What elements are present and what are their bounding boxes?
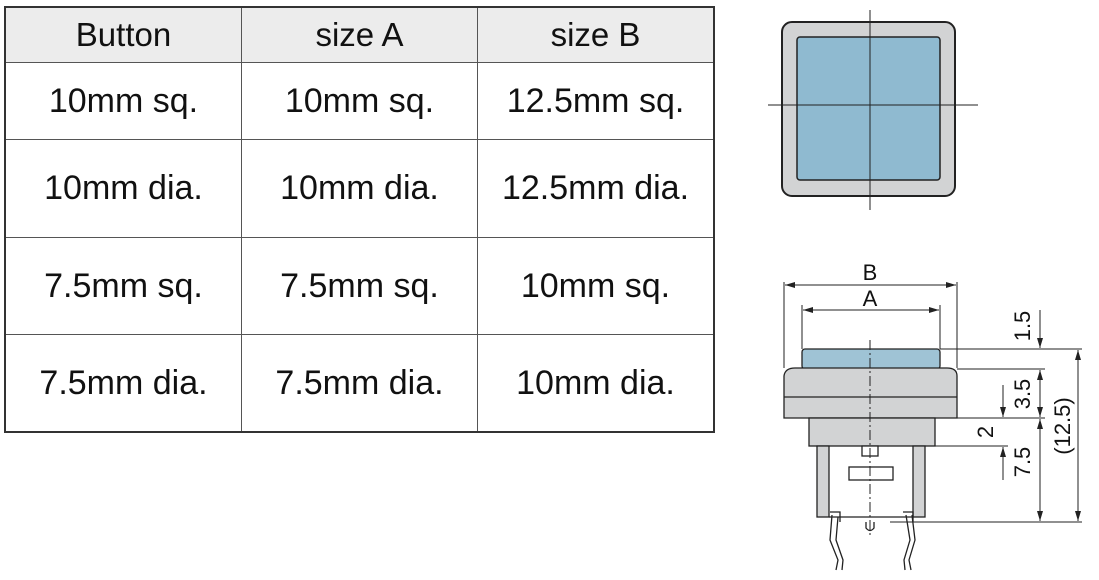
table-row: 10mm sq. 10mm sq. 12.5mm sq. [4, 62, 715, 140]
dim-legs: 7.5 [1010, 447, 1035, 478]
table-row: 7.5mm sq. 7.5mm sq. 10mm sq. [4, 237, 715, 335]
table-row: 7.5mm dia. 7.5mm dia. 10mm dia. [4, 334, 715, 433]
top-view [768, 10, 978, 210]
cell: 12.5mm dia. [477, 139, 715, 238]
cell: 7.5mm dia. [241, 334, 478, 433]
cell: 10mm sq. [241, 62, 478, 140]
dim-total: (12.5) [1050, 397, 1075, 454]
cell: 12.5mm sq. [477, 62, 715, 140]
cell: 7.5mm sq. [4, 237, 242, 335]
dim-flange: 3.5 [1010, 379, 1035, 410]
cell: 10mm sq. [477, 237, 715, 335]
cell: 10mm dia. [477, 334, 715, 433]
cell: 7.5mm sq. [241, 237, 478, 335]
table-row: 10mm dia. 10mm dia. 12.5mm dia. [4, 139, 715, 238]
label-a: A [863, 286, 878, 311]
cell: 10mm sq. [4, 62, 242, 140]
header-size-a: size A [241, 6, 478, 63]
cell: 10mm dia. [4, 139, 242, 238]
cell: 10mm dia. [241, 139, 478, 238]
dim-body: 2 [973, 426, 998, 438]
header-size-b: size B [477, 6, 715, 63]
side-view [783, 340, 958, 571]
dim-cap: 1.5 [1010, 311, 1035, 342]
cell: 7.5mm dia. [4, 334, 242, 433]
size-table: Button size A size B 10mm sq. 10mm sq. 1… [4, 6, 715, 433]
label-b: B [863, 260, 878, 285]
dimension-lines [783, 282, 1082, 523]
